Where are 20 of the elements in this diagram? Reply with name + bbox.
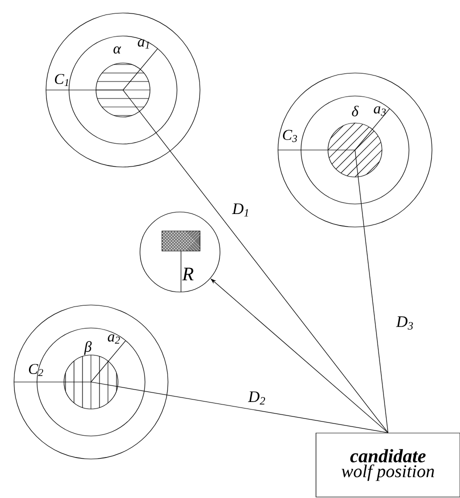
hatched-circle: [96, 62, 150, 118]
edge-label: D$_{3}$: [395, 315, 415, 331]
label-box: candidate wolf position: [316, 432, 460, 498]
hatched-circle: [328, 122, 382, 178]
edge-label: D$_{1}$: [231, 202, 251, 218]
connector-line: [354, 150, 388, 433]
angle-label: δ: [352, 106, 359, 116]
edge-label: D$_{2}$: [247, 390, 267, 406]
angle-label: β: [84, 341, 92, 355]
radius-label: a$_{3}$: [374, 106, 386, 116]
radius-label: R: [182, 268, 194, 280]
radius-label: a$_{1}$: [138, 39, 149, 49]
radius-label: C$_{1}$: [54, 74, 68, 86]
radius-label: C$_{2}$: [28, 364, 44, 376]
radius-label: C$_{3}$: [282, 130, 297, 142]
hatched-circle: [64, 354, 118, 410]
angle-label: α: [114, 46, 122, 54]
radius-label: a$_{2}$: [108, 334, 120, 344]
connector-line: [90, 382, 388, 433]
connector-line: [122, 90, 388, 433]
